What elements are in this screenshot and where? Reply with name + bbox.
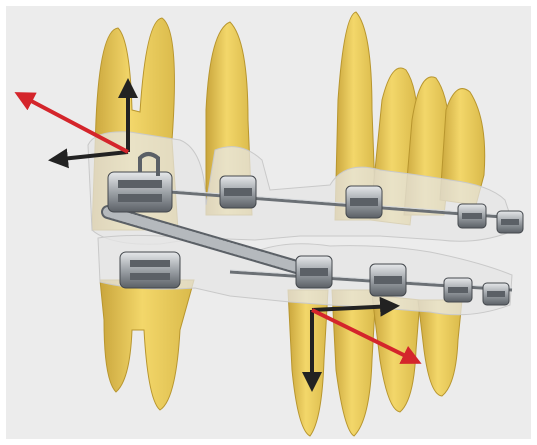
bracket-incisor-upper-1 <box>458 204 486 228</box>
bracket-canine-upper <box>346 186 382 218</box>
bracket-canine-lower <box>370 264 406 296</box>
bracket-incisor-upper-2 <box>497 211 523 233</box>
bracket-incisor-lower-2 <box>483 283 509 305</box>
bracket-incisor-lower-1 <box>444 278 472 302</box>
lower-molar-tube <box>120 252 180 288</box>
bracket-premolar-lower <box>296 256 332 288</box>
bracket-premolar-upper <box>220 176 256 208</box>
